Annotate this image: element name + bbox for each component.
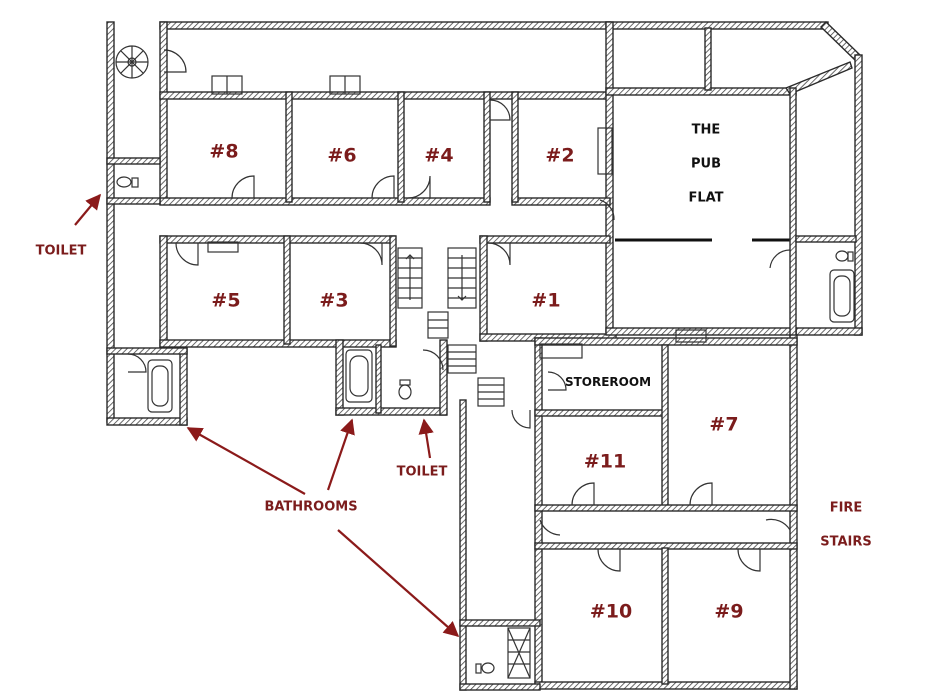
door-swing-icon (175, 242, 199, 266)
windows (207, 75, 707, 359)
door-swing-icon (539, 519, 561, 536)
room-label-4: #4 (424, 144, 454, 167)
door-swing-icon (547, 371, 567, 391)
bathtub-icon (345, 349, 373, 403)
toilet-left-annotation: TOILET (35, 243, 87, 259)
pub-flat-label-line3: FLAT (688, 190, 724, 206)
room-label-3: #3 (319, 289, 349, 312)
door-swing-icon (737, 548, 761, 572)
door-swing-icon (231, 175, 255, 199)
toilet-center-annotation: TOILET (396, 464, 448, 480)
toilet-icon (398, 379, 412, 400)
door-swing-icon (511, 409, 531, 429)
door-swing-icon (597, 548, 621, 572)
pub-flat-label-line2: PUB (691, 156, 721, 172)
room-label-2: #2 (545, 144, 575, 167)
door-swing-icon (599, 199, 615, 221)
arrow-icon (74, 193, 460, 638)
door-swing-icon (571, 482, 595, 506)
door-swing-icon (371, 175, 395, 199)
outer-walls (106, 21, 863, 691)
toilet-icon (475, 662, 495, 674)
room-label-6: #6 (327, 144, 357, 167)
door-swing-icon (127, 353, 147, 373)
fire-stairs-annotation-line1: FIRE (829, 500, 863, 516)
door-swing-icon (422, 349, 444, 371)
door-swing-icon (769, 249, 791, 269)
fire-stairs-annotation-line2: STAIRS (820, 534, 872, 550)
door-swing-icon (407, 175, 431, 199)
bathrooms-annotation: BATHROOMS (264, 499, 358, 515)
room-label-8: #8 (209, 140, 239, 163)
toilet-icon (116, 176, 139, 188)
bathtub-icon (147, 359, 173, 413)
door-swing-icon (487, 242, 511, 266)
bathtub-icon (829, 269, 855, 323)
door-swing-icon (163, 49, 187, 73)
spiral-stair-icon (115, 45, 149, 79)
room-label-11: #11 (583, 450, 627, 473)
pub-flat-label-line1: THE (691, 122, 721, 138)
room-label-1: #1 (531, 289, 561, 312)
toilet-icon (835, 250, 854, 262)
door-swing-icon (765, 518, 791, 531)
door-swing-icon (489, 99, 511, 121)
room-label-5: #5 (211, 289, 241, 312)
door-swings (127, 49, 791, 572)
room-label-10: #10 (589, 600, 633, 623)
storeroom-label: STOREROOM (564, 375, 652, 389)
stairs-icon (397, 247, 531, 679)
room-label-9: #9 (714, 600, 744, 623)
room-label-7: #7 (709, 413, 739, 436)
door-swing-icon (359, 242, 383, 266)
door-swing-icon (689, 482, 713, 506)
